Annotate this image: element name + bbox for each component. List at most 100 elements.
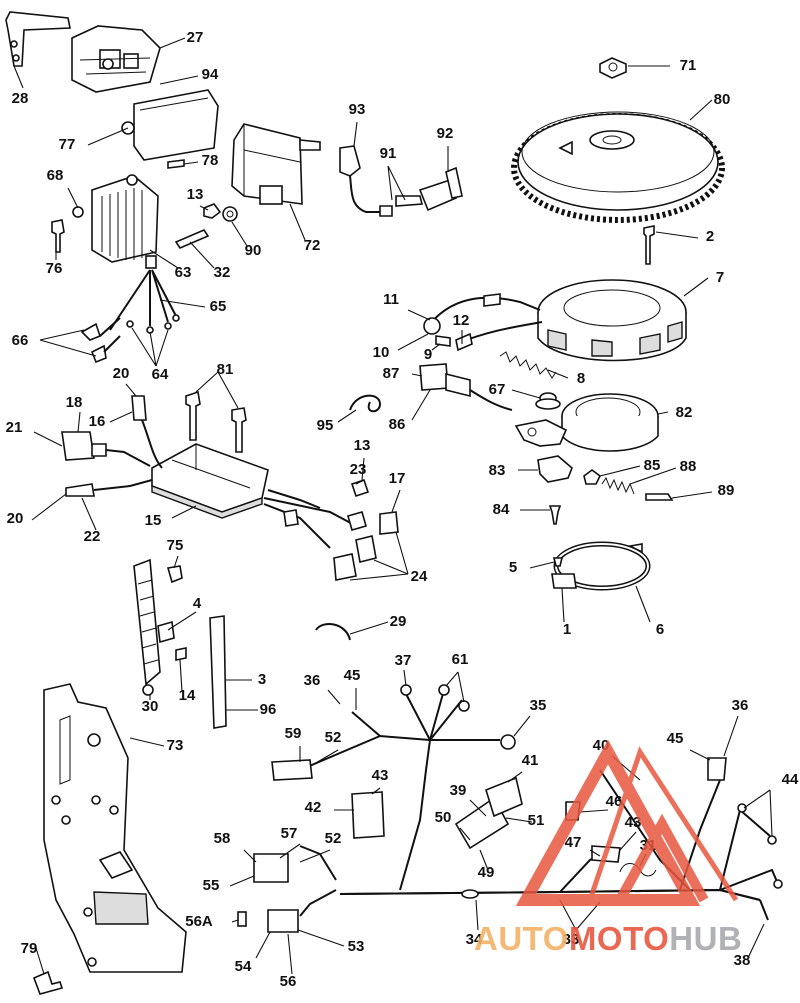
part-label-76: 76 [46, 260, 63, 277]
part-label-90: 90 [245, 242, 262, 259]
part-label-71: 71 [680, 57, 697, 74]
part-63-rectifier [91, 174, 159, 269]
part-label-85: 85 [644, 457, 661, 474]
part-label-16: 16 [89, 413, 106, 430]
part-3-96-strip [209, 615, 227, 729]
part-label-8: 8 [577, 370, 585, 387]
part-label-10: 10 [373, 344, 390, 361]
part-label-13: 13 [187, 186, 204, 203]
watermark-auto: AUTO [474, 920, 569, 957]
part-label-96: 96 [260, 701, 277, 718]
watermark-hub: HUB [669, 920, 742, 957]
part-label-66: 66 [12, 332, 29, 349]
part-label-94: 94 [202, 66, 219, 83]
part-85-nut [583, 469, 602, 485]
part-11-12-10-9-sensor-leads [423, 293, 543, 352]
part-81-bolts [185, 390, 247, 453]
part-label-55: 55 [203, 877, 220, 894]
part-label-63: 63 [175, 264, 192, 281]
part-82-timer-base [514, 393, 659, 452]
part-93-91-92-plug-leads [339, 145, 463, 217]
part-label-37: 37 [395, 652, 412, 669]
part-13-nut [203, 203, 222, 219]
part-label-39: 39 [450, 782, 467, 799]
part-label-5: 5 [509, 559, 517, 576]
part-label-29: 29 [390, 613, 407, 630]
part-label-56A: 56A [185, 913, 213, 930]
wire-harness [237, 684, 783, 933]
part-label-51: 51 [528, 812, 545, 829]
parts-artwork [5, 11, 783, 995]
part-label-81: 81 [217, 361, 234, 378]
part-label-44: 44 [782, 771, 799, 788]
part-label-4: 4 [193, 595, 202, 612]
part-label-38: 38 [734, 952, 751, 969]
part-label-22: 22 [84, 528, 101, 545]
part-label-30: 30 [142, 698, 159, 715]
part-label-49: 49 [478, 864, 495, 881]
part-label-87: 87 [383, 365, 400, 382]
part-label-75: 75 [167, 537, 184, 554]
part-66-terminals [80, 317, 121, 364]
watermark-wordmark: AUTOMOTOHUB [474, 920, 742, 957]
part-75-screw [166, 565, 183, 584]
part-95-clip [349, 394, 382, 413]
part-label-45: 45 [344, 667, 361, 684]
part-label-43: 43 [625, 814, 642, 831]
part-label-88: 88 [680, 458, 697, 475]
part-89-screw [645, 493, 674, 501]
part-8-spring [499, 351, 557, 379]
part-7-stator [537, 279, 687, 362]
part-label-35: 35 [530, 697, 547, 714]
part-label-21: 21 [6, 419, 23, 436]
part-18-21-connector [61, 431, 151, 467]
part-73-mounting-plate [43, 683, 187, 973]
part-label-47: 47 [565, 834, 582, 851]
part-15-power-pack [151, 443, 361, 549]
part-label-17: 17 [389, 470, 406, 487]
part-label-43: 43 [372, 767, 389, 784]
part-68-washer [72, 206, 84, 218]
part-20-16-boots [65, 395, 163, 497]
part-65-rectifier-leads [109, 269, 180, 334]
part-label-79: 79 [21, 940, 38, 957]
part-28-bracket [5, 11, 71, 67]
part-label-65: 65 [210, 298, 227, 315]
part-76-bolt [51, 219, 65, 253]
part-88-spring [601, 476, 635, 495]
part-label-86: 86 [389, 416, 406, 433]
part-label-15: 15 [145, 512, 162, 529]
part-5-screw [552, 557, 564, 567]
part-label-41: 41 [522, 752, 539, 769]
part-label-1: 1 [563, 621, 571, 638]
part-label-9: 9 [424, 346, 432, 363]
part-4-clip [157, 620, 175, 644]
part-label-18: 18 [66, 394, 83, 411]
part-label-77: 77 [59, 136, 76, 153]
part-label-53: 53 [348, 938, 365, 955]
part-label-92: 92 [437, 125, 454, 142]
part-94-cover [121, 89, 219, 161]
part-label-56: 56 [280, 973, 297, 990]
part-71-flywheel-nut [599, 57, 627, 79]
part-27-mount-bracket [71, 25, 161, 93]
part-label-80: 80 [714, 91, 731, 108]
part-29-clamp [315, 623, 351, 641]
watermark-logo-triangle [515, 739, 739, 906]
part-label-42: 42 [305, 799, 322, 816]
part-label-64: 64 [152, 366, 169, 383]
part-label-93: 93 [349, 101, 366, 118]
part-86-87-connector [419, 363, 513, 411]
part-label-59: 59 [285, 725, 302, 742]
part-label-82: 82 [676, 404, 693, 421]
part-label-58: 58 [214, 830, 231, 847]
part-32-bolt [174, 229, 210, 249]
part-label-32: 32 [214, 264, 231, 281]
part-label-6: 6 [656, 621, 664, 638]
part-label-83: 83 [489, 462, 506, 479]
part-label-34: 34 [466, 931, 483, 948]
part-72-ignition-coil [231, 123, 321, 205]
part-78-screw [167, 159, 185, 169]
